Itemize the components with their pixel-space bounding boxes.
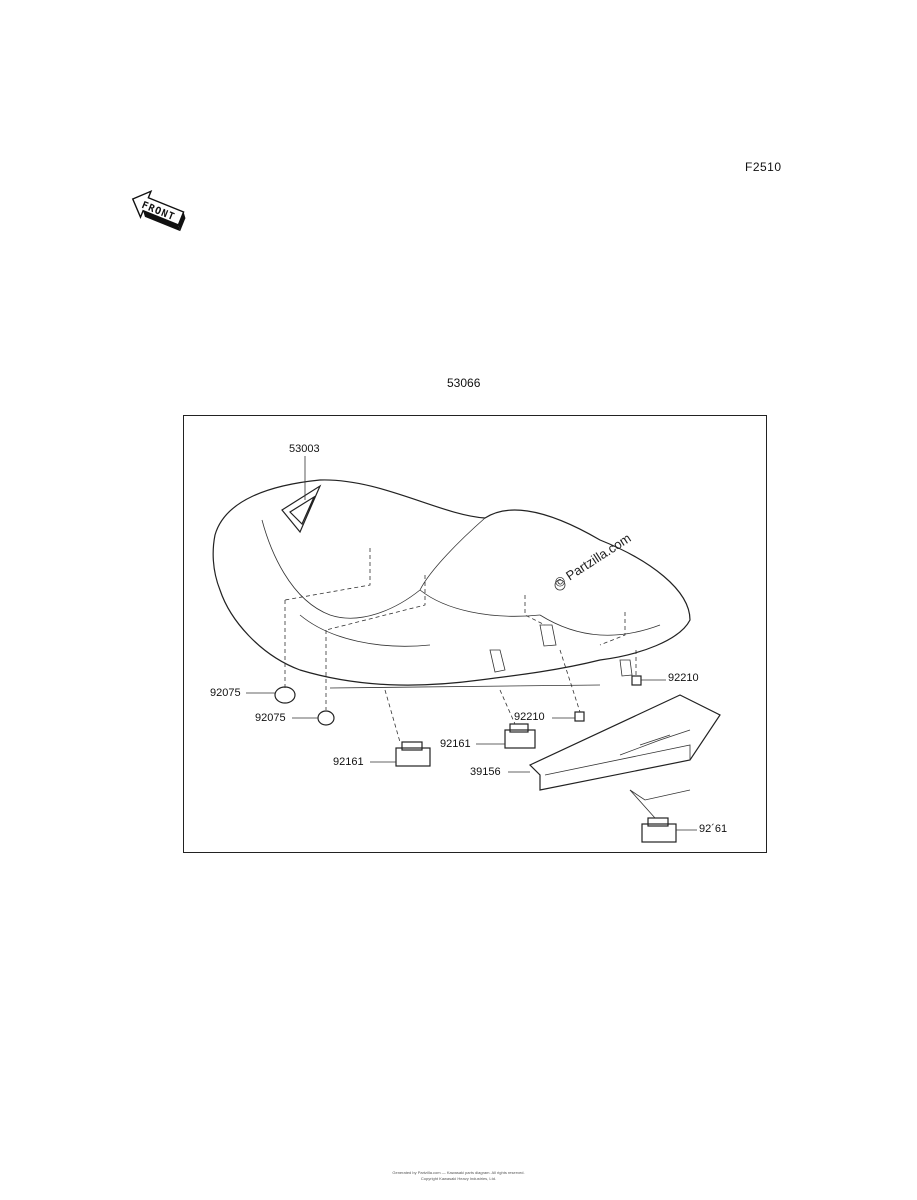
diagram-frame <box>183 415 767 853</box>
part-label-grommet-right[interactable]: 92210 <box>668 672 699 684</box>
figure-code: F2510 <box>745 160 782 174</box>
part-label-damper-upper[interactable]: 92075 <box>210 687 241 699</box>
part-label-damper-lower[interactable]: 92075 <box>255 712 286 724</box>
part-label-seat-cover[interactable]: 53003 <box>289 443 320 455</box>
damper-lower <box>317 710 335 726</box>
assembly-part-number[interactable]: 53066 <box>447 376 481 390</box>
stopper-rear <box>641 823 677 843</box>
damper-upper <box>274 686 296 704</box>
part-label-grommet-center[interactable]: 92210 <box>514 711 545 723</box>
stopper-center <box>504 729 536 749</box>
footer-line-1: Generated by Partzilla.com — Kawasaki pa… <box>392 1170 525 1175</box>
stopper-left <box>395 747 431 767</box>
grommet-center <box>574 711 585 722</box>
part-label-stopper-rear[interactable]: 92´61 <box>699 823 728 835</box>
tray-outline <box>528 694 721 791</box>
grommet-right <box>631 675 642 686</box>
seat-outline <box>212 479 691 686</box>
part-label-tray[interactable]: 39156 <box>470 766 501 778</box>
part-label-stopper-left[interactable]: 92161 <box>333 756 364 768</box>
seat-cover-emblem <box>281 484 322 534</box>
part-label-stopper-center[interactable]: 92161 <box>440 738 471 750</box>
footer-line-2: Copyright Kawasaki Heavy Industries, Ltd… <box>420 1176 497 1181</box>
